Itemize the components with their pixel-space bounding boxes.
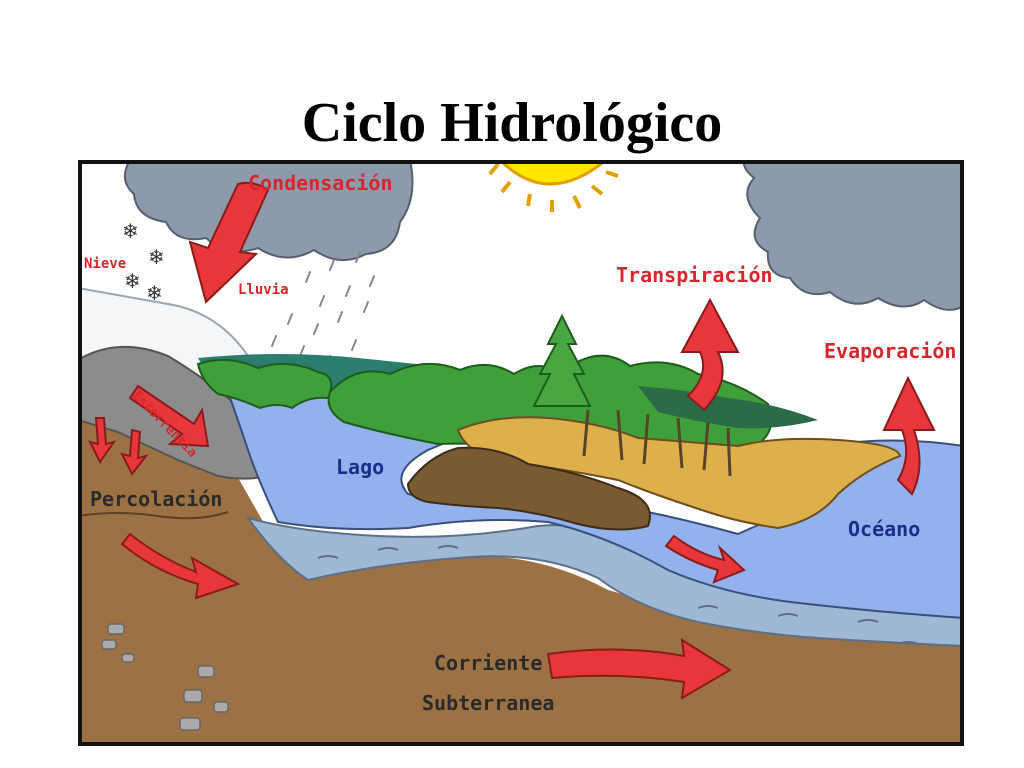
diagram-frame <box>78 160 964 746</box>
rain-label: Lluvia <box>238 282 289 298</box>
condensation-cloud <box>123 160 414 261</box>
seepage-arrow <box>664 534 746 584</box>
ground-soil <box>78 380 964 746</box>
slide-title: Ciclo Hidrológico <box>301 92 723 154</box>
condensation-label: Condensación <box>248 171 393 195</box>
pine-tree <box>532 313 592 407</box>
evaporation-label: Evaporación <box>824 339 956 363</box>
groundwater-label-line2: Subterranea <box>422 691 554 715</box>
left-forest <box>196 358 333 410</box>
evaporation-cloud <box>742 160 964 311</box>
evaporation-arrow <box>882 375 936 496</box>
transpiration-label: Transpiración <box>616 263 773 287</box>
center-forest <box>327 354 773 462</box>
svg-text:❄: ❄ <box>124 269 141 293</box>
sand-beach <box>456 416 902 530</box>
svg-text:❄: ❄ <box>146 281 163 305</box>
transpiration-arrow <box>680 297 740 412</box>
lake-label: Lago <box>336 455 384 479</box>
runoff-arrow <box>128 384 210 448</box>
groundwater-label-line1: Corriente <box>434 651 542 675</box>
condensation-arrow <box>188 181 270 304</box>
percolation-label: Percolación <box>90 487 222 511</box>
water-cycle-diagram: ❄ ❄ ❄ ❄ ❄ <box>78 160 964 746</box>
island-rock <box>406 446 651 531</box>
percolation-arrow-1 <box>88 417 117 464</box>
pebbles <box>101 623 229 731</box>
percolation-arrow-3 <box>120 532 241 600</box>
svg-text:❄: ❄ <box>122 219 139 243</box>
groundwater-arrow <box>546 638 732 700</box>
ocean-label: Océano <box>848 517 920 541</box>
percolation-arrow-2 <box>120 428 149 476</box>
snow-label: Nieve <box>84 256 126 272</box>
svg-text:❄: ❄ <box>148 245 165 269</box>
